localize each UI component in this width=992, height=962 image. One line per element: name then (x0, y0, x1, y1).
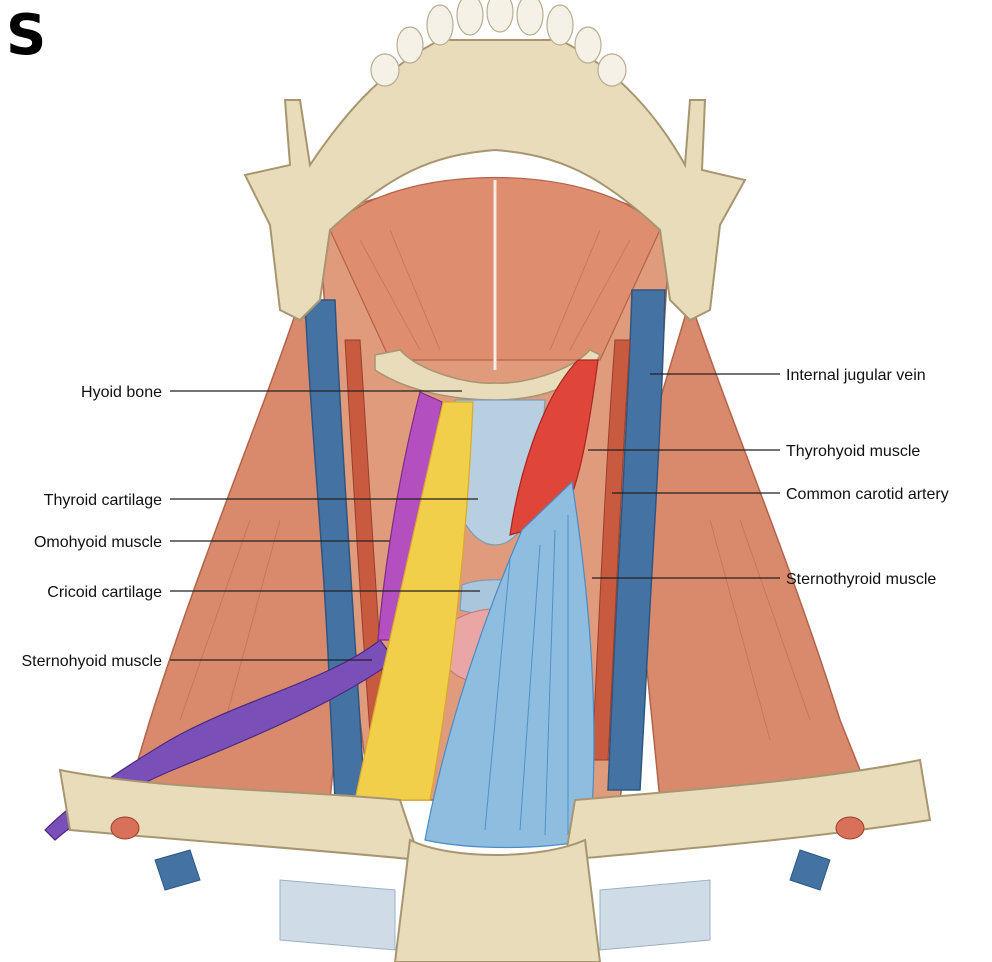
clavicles-and-sternum (58, 758, 932, 962)
omohyoid-muscle-lower-belly (44, 639, 396, 841)
labels: Hyoid bone Thyroid cartilage Omohyoid mu… (21, 367, 948, 670)
lower-teeth (370, 0, 627, 87)
label-thyroid-cartilage: Thyroid cartilage (44, 492, 162, 509)
label-thyrohyoid-muscle: Thyrohyoid muscle (786, 443, 920, 460)
right-subclavian-artery (835, 816, 865, 840)
label-cricoid-cartilage: Cricoid cartilage (47, 584, 162, 601)
left-subclavian-artery (110, 816, 140, 840)
label-common-carotid-artery: Common carotid artery (786, 486, 949, 503)
label-hyoid-bone: Hyoid bone (81, 384, 162, 401)
right-internal-jugular-vein (607, 289, 666, 791)
first-rib-cartilage-right (599, 879, 711, 951)
sternohyoid-muscle-highlight (354, 401, 474, 801)
right-sternocleidomastoid-muscle (629, 297, 882, 821)
leader-lines (170, 373, 780, 661)
label-sternothyroid-muscle: Sternothyroid muscle (786, 571, 936, 588)
panel-letter: S (6, 3, 47, 68)
label-sternohyoid-muscle: Sternohyoid muscle (21, 653, 162, 670)
manubrium (393, 838, 602, 962)
label-omohyoid-muscle: Omohyoid muscle (34, 534, 162, 551)
mandible (243, 0, 747, 322)
sternothyroid-muscle-highlight (424, 480, 595, 849)
right-common-carotid-artery (591, 339, 631, 761)
sternothyroid-fiber-lines (484, 515, 569, 836)
hyoid-bone (374, 349, 602, 401)
left-subclavian-vein (154, 849, 201, 891)
right-subclavian-vein (789, 849, 831, 891)
label-internal-jugular-vein: Internal jugular vein (786, 367, 926, 384)
first-rib-cartilage-left (279, 879, 396, 951)
